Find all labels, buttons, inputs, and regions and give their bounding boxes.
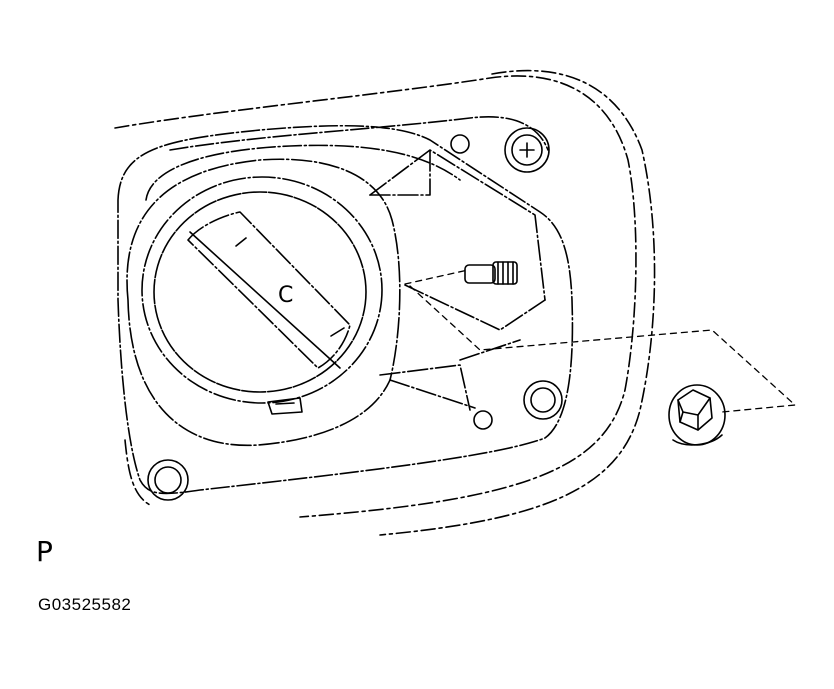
grommet-small-top [451, 135, 469, 153]
grommet-right [524, 381, 562, 419]
figure-code: G03525582 [38, 595, 132, 614]
cap-c-icon: C [278, 283, 293, 308]
clip-icon [268, 398, 302, 414]
installation-guide-lines [405, 270, 795, 412]
fuel-cap: C [142, 177, 382, 403]
filler-recess [127, 150, 545, 445]
grommet-top-right [505, 128, 549, 172]
stud-icon [464, 261, 518, 285]
grommet-small-bottom [474, 411, 492, 429]
grommet-bottom-left [148, 460, 188, 500]
view-label: P [36, 535, 53, 568]
hex-nut-icon [669, 385, 725, 445]
body-panel-outline [115, 71, 655, 535]
fuel-filler-lid [118, 117, 572, 494]
